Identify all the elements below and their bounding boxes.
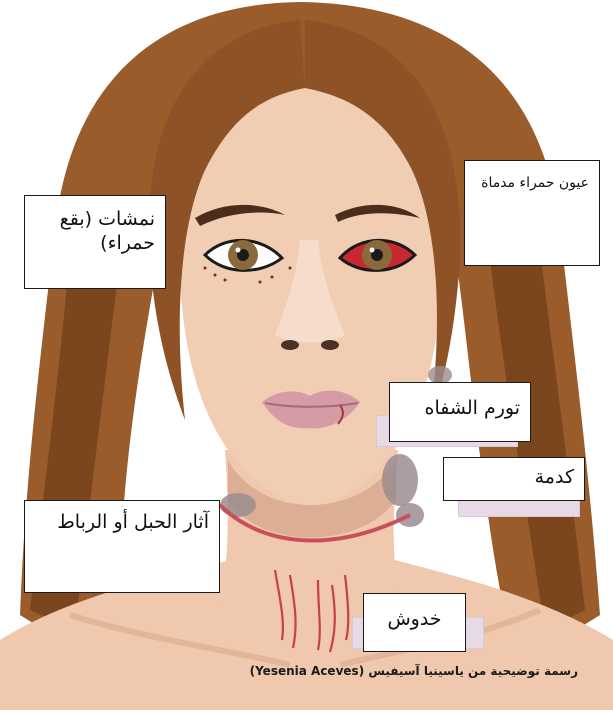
illustration-credit: رسمة توضيحية من ياسينيا آسيفيس (Yesenia … bbox=[248, 664, 578, 678]
label-bruise: كدمة bbox=[443, 457, 585, 501]
nostril-left bbox=[281, 340, 299, 350]
label-red-eyes: عيون حمراء مدماة bbox=[464, 160, 600, 266]
label-rope-marks: آثار الحبل أو الرباط bbox=[24, 500, 220, 593]
label-petechiae: نمشات (بقع حمراء) bbox=[24, 195, 166, 289]
label-lip-swelling: تورم الشفاه bbox=[389, 382, 531, 442]
bruise-neck-right bbox=[382, 454, 418, 506]
bruise-neck-left bbox=[220, 493, 256, 517]
nostril-right bbox=[321, 340, 339, 350]
label-scratches: خدوش bbox=[363, 593, 466, 652]
